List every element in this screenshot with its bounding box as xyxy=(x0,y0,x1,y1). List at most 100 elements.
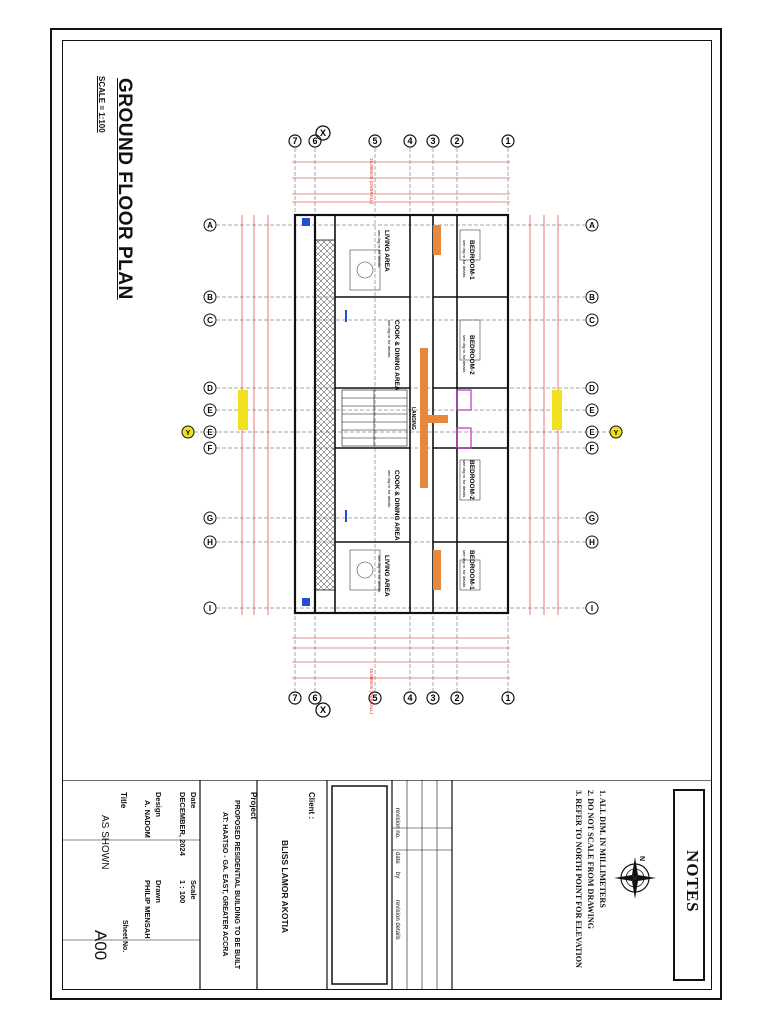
sheet-value: A00 xyxy=(91,930,110,961)
grid-bubble: 6 xyxy=(308,134,322,148)
grid-bubble: G xyxy=(585,511,599,525)
room-sub: see drg nr. for details xyxy=(462,335,467,372)
note-item: 3. REFER TO NORTH POINT FOR ELEVATION xyxy=(574,790,583,968)
section-label: Y xyxy=(614,430,619,437)
grid-bubbles-sides: A B C D E E F G H I A B C D E E F G H I xyxy=(203,218,599,615)
drawing-title: GROUND FLOOR PLAN xyxy=(114,78,135,300)
floor-plan: X 7 6 5 4 3 2 1 X 7 6 5 4 3 2 1 A B C D … xyxy=(181,125,623,718)
staircase xyxy=(341,389,408,447)
grid-label: X xyxy=(320,128,326,138)
grid-label: I xyxy=(209,604,211,613)
grid-bubble: X xyxy=(315,702,331,718)
grid-label: 1 xyxy=(505,693,510,703)
grid-label: I xyxy=(591,604,593,613)
grid-label: D xyxy=(589,384,595,393)
grid-label: D xyxy=(207,384,213,393)
grid-label: 7 xyxy=(292,136,297,146)
overall-dimension: 15,000mm (OVERALL) xyxy=(369,158,374,205)
room-label: BEDROOM-1 xyxy=(468,550,475,590)
scale-label: Scale xyxy=(189,880,198,900)
grid-bubble: D xyxy=(585,381,599,395)
grid-label: B xyxy=(589,293,595,302)
revision-header-date: date xyxy=(394,852,400,864)
date-label: Date xyxy=(189,792,198,809)
section-label: Y xyxy=(186,430,191,437)
grid-bubble: 2 xyxy=(450,134,464,148)
grid-label: 2 xyxy=(454,693,459,703)
orange-elements xyxy=(420,225,448,590)
grid-bubble: C xyxy=(585,313,599,327)
grid-label: E xyxy=(589,428,595,437)
grid-bubble: A xyxy=(203,218,217,232)
drawn-value: PHILIP MENSAH xyxy=(143,880,152,939)
dimension-lines xyxy=(241,161,559,679)
room-label: COOK & DINING AREA xyxy=(393,320,400,391)
grid-bubbles-bottom: X 7 6 5 4 3 2 1 xyxy=(288,691,515,718)
client-label: Client : xyxy=(307,792,316,820)
grid-bubble: 7 xyxy=(288,691,302,705)
room-label: COOK & DINING AREA xyxy=(393,470,400,541)
grid-label: 6 xyxy=(312,693,317,703)
grid-label: C xyxy=(207,316,213,325)
room-label: LIVING AREA xyxy=(383,555,390,597)
project-line1: PROPOSED RESIDENTIAL BUILDING TO BE BUIL… xyxy=(233,800,240,970)
grid-bubble: C xyxy=(203,313,217,327)
grid-label: 3 xyxy=(430,136,435,146)
revision-header-details: revision details xyxy=(394,900,400,940)
room-label: BEDROOM-1 xyxy=(468,240,475,280)
grid-bubble: 1 xyxy=(501,691,515,705)
room-label: BEDROOM-2 xyxy=(468,335,475,375)
revision-header-by: by xyxy=(394,872,400,879)
grid-label: F xyxy=(208,444,213,453)
room-labels: LIVING AREA see drg nr. for details COOK… xyxy=(377,230,475,597)
grid-label: 3 xyxy=(430,693,435,703)
grid-bubble: 2 xyxy=(450,691,464,705)
room-label: BEDROOM-2 xyxy=(468,460,475,500)
drawn-label: Drawn xyxy=(154,880,163,903)
grid-label: E xyxy=(207,428,213,437)
grid-bubble: I xyxy=(585,601,599,615)
note-item: 2. DO NOT SCALE FROM DRAWING xyxy=(586,790,595,930)
grid-bubble: 4 xyxy=(403,691,417,705)
landing-label: LANDING xyxy=(410,407,416,430)
veranda-hatch xyxy=(314,239,336,591)
title-block-frame xyxy=(62,780,712,990)
grid-bubble: I xyxy=(203,601,217,615)
north-arrow-icon xyxy=(614,857,656,899)
room-sub: see drg nr. for details xyxy=(462,550,467,587)
grid-bubble: 5 xyxy=(368,134,382,148)
grid-label: F xyxy=(590,444,595,453)
grid-label: A xyxy=(207,221,213,230)
grid-bubble: X xyxy=(315,125,331,141)
grid-bubble: B xyxy=(203,290,217,304)
client-name: BLISS LAMOR AKOTIA xyxy=(280,840,290,934)
grid-bubble: 6 xyxy=(308,691,322,705)
overall-dimension: 15,000mm (OVERALL) xyxy=(369,668,374,715)
room-sub: see drg nr. for details xyxy=(387,320,392,357)
grid-bubble: D xyxy=(203,381,217,395)
title-label: Title xyxy=(119,792,128,809)
scale-value: 1 : 100 xyxy=(178,880,187,904)
sheet-border-inner xyxy=(62,40,712,990)
bath-fixtures xyxy=(456,389,472,449)
drawing-scale: SCALE = 1:100 xyxy=(97,76,106,133)
sheet-border-outer xyxy=(50,28,722,1000)
grid-bubble: B xyxy=(585,290,599,304)
sheet-label: Sheet No. xyxy=(121,920,128,953)
grid-bubble: H xyxy=(585,535,599,549)
blue-elements xyxy=(302,218,347,606)
grid-label: E xyxy=(589,406,595,415)
grid-bubble: 1 xyxy=(501,134,515,148)
grid-bubble: 3 xyxy=(426,134,440,148)
dimension-text: 15,000mm (OVERALL) 15,000mm (OVERALL) xyxy=(369,158,374,715)
grid-label: B xyxy=(207,293,213,302)
grid-label: E xyxy=(207,406,213,415)
grid-bubble: E xyxy=(203,403,217,417)
grid-bubble: E xyxy=(585,403,599,417)
grid-label: 4 xyxy=(407,693,412,703)
grid-label: G xyxy=(207,514,213,523)
room-sub: see drg nr. for details xyxy=(387,470,392,507)
grid-label: 7 xyxy=(292,693,297,703)
grid-label: X xyxy=(320,705,326,715)
drawing-title-block: GROUND FLOOR PLAN xyxy=(113,78,135,300)
